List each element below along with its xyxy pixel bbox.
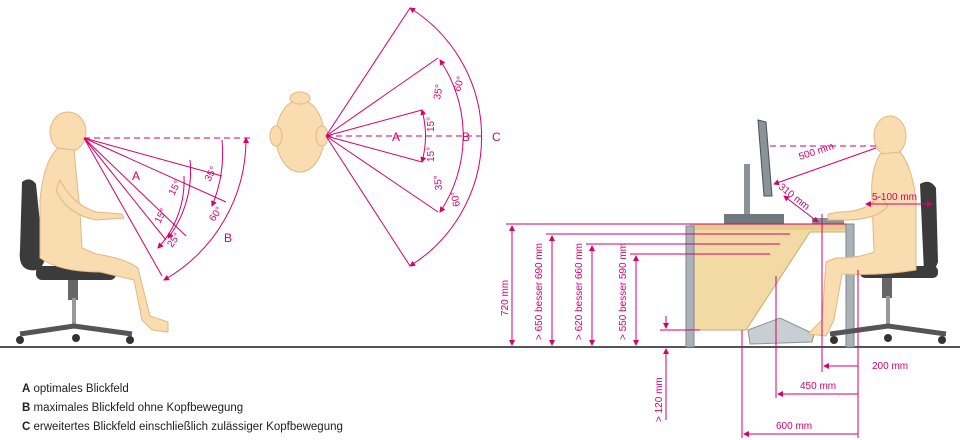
floor-gap-label: > 120 mm <box>654 377 665 422</box>
legend-item-c: C erweitertes Blickfeld einschließlich z… <box>22 421 343 433</box>
desk <box>685 223 855 348</box>
top-zone-a-label: A <box>392 130 400 144</box>
depth-600-label: 600 mm <box>776 421 812 432</box>
keyboard <box>812 218 844 224</box>
head-top-view <box>269 91 329 173</box>
depth-200-label: 200 mm <box>872 361 908 372</box>
right-seated-person <box>806 115 917 337</box>
left-zone-a-label: A <box>132 169 140 183</box>
desk-height-label: 720 mm <box>500 280 511 316</box>
left-sightlines <box>83 137 250 281</box>
left-angle-25: 25° <box>165 231 183 250</box>
top-angle-15-up: 15° <box>426 117 437 132</box>
left-angle-35: 35° <box>203 165 220 184</box>
height-550-label: > 550 besser 590 mm <box>618 243 629 340</box>
monitor <box>724 119 784 224</box>
left-zone-b-label: B <box>224 231 232 245</box>
right-chair <box>829 181 947 344</box>
top-sightlines <box>325 7 484 267</box>
top-angle-15-down: 15° <box>426 147 437 162</box>
legend: A optimales Blickfeld B maximales Blickf… <box>22 380 343 437</box>
left-angle-60: 60° <box>207 205 225 224</box>
footrest <box>747 317 815 345</box>
height-650-label: > 650 besser 690 mm <box>534 243 545 340</box>
depth-450-label: 450 mm <box>800 381 836 392</box>
legend-item-b: B maximales Blickfeld ohne Kopfbewegung <box>22 402 244 414</box>
workstation-dimensions <box>506 145 933 438</box>
top-angle-35-up: 35° <box>432 84 445 101</box>
screen-distance-label: 500 mm <box>798 141 836 163</box>
top-zone-c-label: C <box>492 130 501 144</box>
top-angle-35-down: 35° <box>433 175 445 191</box>
height-620-label: > 620 besser 660 mm <box>574 243 585 340</box>
leg-clearance-label: 5-100 mm <box>872 192 917 203</box>
left-seated-person <box>39 111 169 333</box>
legend-item-a: A optimales Blickfeld <box>22 383 129 395</box>
keyboard-distance-label: 310 mm <box>776 182 811 213</box>
top-zone-b-label: B <box>462 130 470 144</box>
left-angle-15-lower: 15° <box>153 207 170 226</box>
top-angle-60-up: 60° <box>452 75 467 92</box>
top-angle-60-down: 60° <box>449 191 462 208</box>
